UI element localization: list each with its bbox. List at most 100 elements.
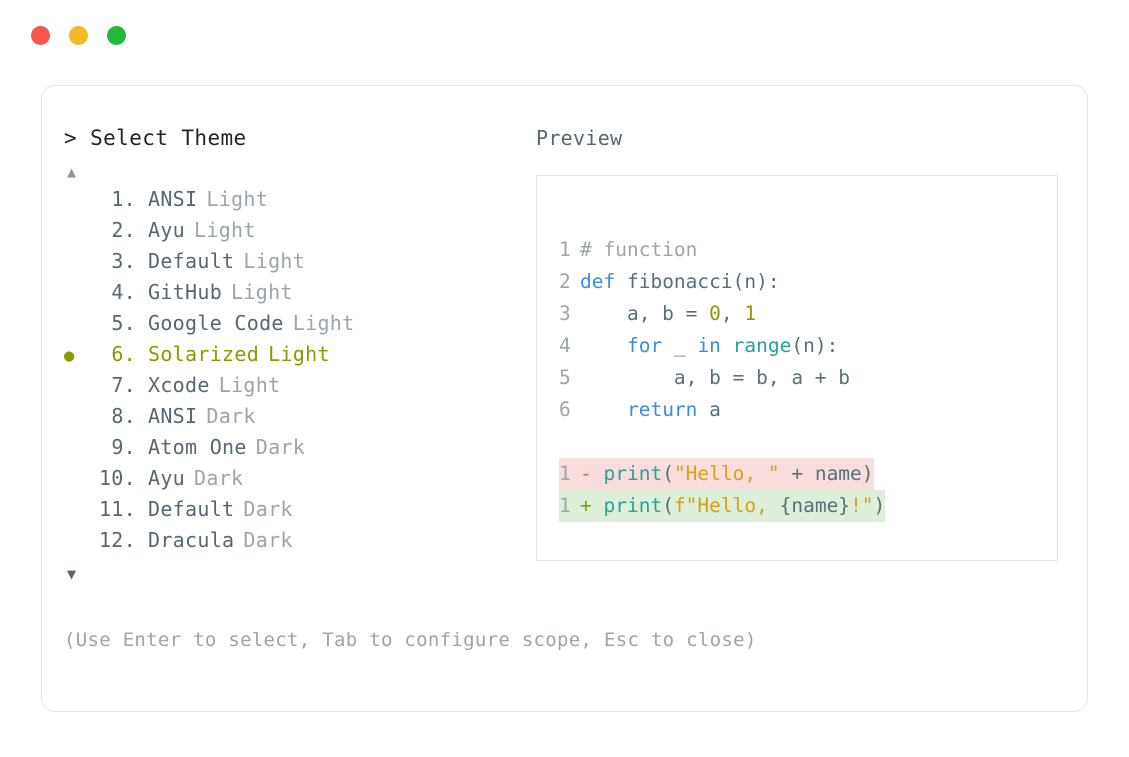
code-token-plain	[580, 334, 627, 357]
preview-label: Preview	[536, 126, 623, 150]
code-token-str: !"	[850, 494, 874, 517]
code-token-fn: print	[603, 494, 663, 517]
diff-line-removed: 1- print("Hello, " + name)	[559, 458, 874, 490]
code-token-str: f"Hello,	[673, 494, 780, 517]
code-line: 4 for _ in range(n):	[559, 330, 1057, 362]
code-token-plain: )	[873, 494, 886, 517]
theme-item-variant: Light	[243, 249, 306, 274]
theme-item-index: 3.	[111, 249, 136, 274]
theme-item-variant: Light	[268, 342, 330, 367]
code-line: 6 return a	[559, 394, 1057, 426]
theme-item-name: Xcode	[148, 373, 210, 398]
code-token-plain: (n):	[791, 334, 839, 357]
diff-row: 1- print("Hello, " + name)	[559, 458, 1057, 490]
theme-item-variant: Dark	[206, 404, 256, 429]
code-line: 3 a, b = 0, 1	[559, 298, 1057, 330]
theme-list-item[interactable]: 2. Ayu Light	[64, 218, 534, 249]
code-token-plain: (	[662, 494, 674, 517]
theme-item-index: 2.	[111, 218, 136, 243]
line-number: 4	[559, 334, 571, 357]
theme-item-variant: Dark	[243, 497, 293, 522]
code-line: 1# function	[559, 234, 1057, 266]
theme-item-name: Dracula	[148, 528, 235, 553]
theme-item-name: Default	[148, 249, 235, 274]
code-token-kw: in	[697, 334, 721, 357]
code-token-plain: fibonacci(n):	[615, 270, 780, 293]
minimize-dot[interactable]	[69, 25, 88, 45]
theme-item-variant: Light	[218, 373, 281, 398]
scroll-down-icon[interactable]: ▼	[67, 565, 77, 584]
theme-item-name: Ayu	[148, 466, 186, 491]
theme-item-index: 8.	[111, 404, 136, 429]
theme-item-name: Atom One	[148, 435, 247, 460]
theme-item-index: 11.	[98, 497, 136, 522]
line-number: 6	[559, 398, 571, 421]
keyboard-hint: (Use Enter to select, Tab to configure s…	[64, 629, 757, 651]
code-line: 5 a, b = b, a + b	[559, 362, 1057, 394]
theme-list-item[interactable]: 12. Dracula Dark	[64, 528, 534, 559]
maximize-dot[interactable]	[107, 25, 126, 45]
code-token-comment: # function	[580, 238, 698, 261]
code-token-kw: for	[626, 334, 663, 357]
diff-row: 1 + print(f"Hello, {name}!")	[559, 490, 1057, 522]
theme-list-item[interactable]: 1. ANSI Light	[64, 187, 534, 218]
close-dot[interactable]	[31, 25, 50, 45]
theme-list-item[interactable]: 7. Xcode Light	[64, 373, 534, 404]
code-token-plain: {name}	[779, 494, 851, 517]
theme-list-item[interactable]: 9. Atom One Dark	[64, 435, 534, 466]
theme-list-item[interactable]: 8. ANSI Dark	[64, 404, 534, 435]
theme-list-item[interactable]: 4. GitHub Light	[64, 280, 534, 311]
line-number: 1	[559, 462, 571, 485]
code-token-str: "Hello, "	[673, 462, 780, 485]
code-token-kw: def	[580, 270, 616, 293]
theme-item-variant: Dark	[255, 435, 306, 460]
theme-item-index: 10.	[98, 466, 136, 491]
diff-minus-icon: -	[580, 462, 604, 485]
code-token-plain: a, b = b, a + b	[580, 366, 851, 389]
theme-item-index: 7.	[111, 373, 136, 398]
theme-list-item[interactable]: 3. Default Light	[64, 249, 534, 280]
theme-item-index: 5.	[111, 311, 136, 336]
theme-item-name: Solarized	[148, 342, 260, 367]
theme-item-variant: Light	[292, 311, 355, 336]
code-token-plain: ,	[720, 302, 745, 325]
theme-item-index: 1.	[111, 187, 136, 212]
code-token-plain: a	[697, 398, 721, 421]
code-token-num: 1	[744, 302, 757, 325]
theme-item-variant: Light	[194, 218, 256, 243]
theme-item-name: Default	[148, 497, 235, 522]
line-number: 2	[559, 270, 571, 293]
line-number: 1	[559, 494, 571, 517]
theme-item-index: 12.	[98, 528, 136, 553]
code-line: 2 def fibonacci(n):	[559, 266, 1057, 298]
theme-item-name: Ayu	[148, 218, 186, 243]
theme-item-variant: Light	[206, 187, 269, 212]
code-token-plain	[580, 398, 627, 421]
code-token-fn: print	[603, 462, 663, 485]
code-token-plain: _	[662, 334, 698, 357]
theme-item-variant: Dark	[243, 528, 293, 553]
theme-item-variant: Light	[231, 280, 293, 305]
page-title: > Select Theme	[64, 126, 247, 150]
theme-item-index: 4.	[111, 280, 136, 305]
theme-list-item[interactable]: 11. Default Dark	[64, 497, 534, 528]
line-number: 3	[559, 302, 571, 325]
code-token-fn: range	[732, 334, 792, 357]
scroll-up-icon[interactable]: ▲	[67, 163, 77, 182]
diff-sample: 1- print("Hello, " + name)1+ print(f"Hel…	[559, 458, 1057, 522]
code-token-num: 0	[709, 302, 721, 325]
theme-item-name: GitHub	[148, 280, 223, 305]
theme-item-name: ANSI	[148, 404, 198, 429]
theme-item-index: 9.	[111, 435, 136, 460]
theme-item-name: ANSI	[148, 187, 198, 212]
diff-plus-icon: +	[580, 494, 604, 517]
theme-item-index: 6.	[111, 342, 136, 367]
